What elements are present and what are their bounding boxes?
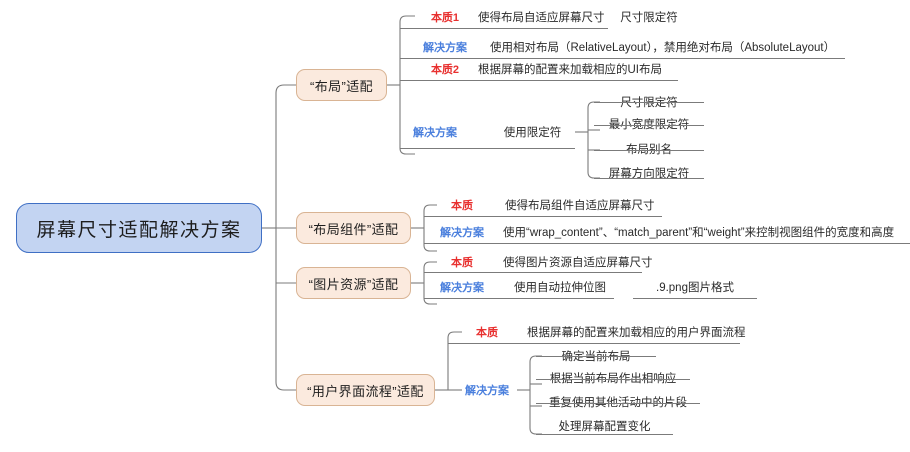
uiflow-child-2-rule [536, 403, 700, 404]
layout-qualifier-2-rule [594, 150, 704, 151]
topic-image-resource[interactable]: “图片资源”适配 [296, 267, 411, 299]
image-child-0: .9.png图片格式 [656, 282, 734, 294]
widget-row0-rule [424, 216, 662, 217]
layout-row1-content: 使用相对布局（RelativeLayout），禁用绝对布局（AbsoluteLa… [490, 42, 836, 54]
uiflow-row0-label: 本质 [476, 327, 498, 339]
uiflow-child-1-rule [536, 379, 690, 380]
root-node[interactable]: 屏幕尺寸适配解决方案 [16, 203, 262, 253]
layout-row0-content: 使得布局自适应屏幕尺寸 [478, 12, 605, 24]
image-row1-content: 使用自动拉伸位图 [514, 282, 606, 294]
layout-row0-label: 本质1 [430, 12, 460, 24]
layout-qualifier-3: 屏幕方向限定符 [608, 168, 690, 180]
topic-image-resource-label: “图片资源”适配 [308, 276, 399, 292]
topic-layout-label: “布局”适配 [309, 78, 374, 94]
layout-row0-rule [400, 28, 608, 29]
image-row1-rule [424, 298, 614, 299]
uiflow-row0-content: 根据屏幕的配置来加载相应的用户界面流程 [527, 327, 746, 339]
layout-qualifier-1-rule [594, 125, 704, 126]
uiflow-child-0-rule [536, 356, 656, 357]
image-row0-rule [424, 272, 642, 273]
layout-qualifier-0: 尺寸限定符 [620, 12, 678, 24]
topic-layout-widget-label: “布局组件”适配 [308, 221, 399, 237]
layout-row2-label: 本质2 [430, 64, 460, 76]
layout-qualifier-0-rule [594, 102, 704, 103]
widget-row1-content: 使用“wrap_content”、“match_parent”和“weight”… [503, 227, 895, 239]
layout-row3-label: 解决方案 [413, 127, 457, 139]
uiflow-child-3-rule [536, 434, 673, 435]
layout-qualifier-3-rule [594, 178, 704, 179]
image-row0-label: 本质 [451, 257, 473, 269]
image-child-0-rule [633, 298, 757, 299]
topic-layout[interactable]: “布局”适配 [296, 69, 387, 101]
uiflow-child-3: 处理屏幕配置变化 [558, 421, 651, 433]
layout-row1-rule [400, 58, 845, 59]
widget-row1-rule [424, 243, 910, 244]
layout-row3-content: 使用限定符 [503, 127, 562, 139]
widget-row0-label: 本质 [451, 200, 473, 212]
layout-qualifier-0-text: 尺寸限定符 [620, 97, 678, 109]
topic-ui-flow[interactable]: “用户界面流程”适配 [296, 374, 435, 406]
uiflow-row1-label: 解决方案 [465, 385, 509, 397]
layout-row2-content: 根据屏幕的配置来加载相应的UI布局 [478, 64, 662, 76]
layout-row3-rule [400, 148, 575, 149]
topic-layout-widget[interactable]: “布局组件”适配 [296, 212, 411, 244]
widget-row1-label: 解决方案 [440, 227, 484, 239]
uiflow-row0-rule [448, 343, 740, 344]
layout-row2-rule [400, 80, 678, 81]
widget-row0-content: 使得布局组件自适应屏幕尺寸 [505, 200, 655, 212]
image-row1-label: 解决方案 [440, 282, 484, 294]
image-row0-content: 使得图片资源自适应屏幕尺寸 [503, 257, 653, 269]
root-label: 屏幕尺寸适配解决方案 [36, 219, 242, 241]
uiflow-child-0: 确定当前布局 [561, 351, 631, 363]
topic-ui-flow-label: “用户界面流程”适配 [307, 383, 424, 399]
layout-row1-label: 解决方案 [423, 42, 467, 54]
